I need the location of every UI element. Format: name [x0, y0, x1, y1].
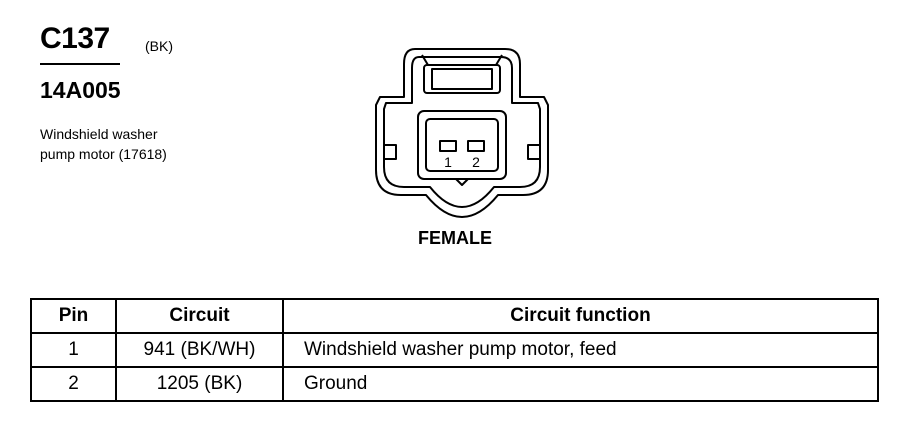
pin-number-label: 2 — [472, 154, 480, 170]
title-underline — [40, 63, 120, 65]
circuit-cell: 1205 (BK) — [115, 366, 284, 402]
connector-id: C137 — [40, 22, 110, 55]
pin-cell: 1 — [30, 332, 117, 368]
side-lock-tabs — [384, 144, 540, 160]
column-header-circuit-function: Circuit function — [282, 298, 879, 334]
component-description-line-2: pump motor (17618) — [40, 146, 167, 162]
table-row: 2 1205 (BK) Ground — [30, 366, 879, 402]
pin-number-label: 1 — [444, 154, 452, 170]
column-header-pin: Pin — [30, 298, 117, 334]
connector-gender-label: FEMALE — [418, 228, 492, 248]
pin-cell: 2 — [30, 366, 117, 402]
table-header-row: Pin Circuit Circuit function — [30, 298, 879, 334]
part-number: 14A005 — [40, 77, 121, 103]
circuit-cell: 941 (BK/WH) — [115, 332, 284, 368]
circuit-function-cell: Ground — [282, 366, 879, 402]
column-header-circuit: Circuit — [115, 298, 284, 334]
connector-outer-housing — [375, 48, 549, 218]
component-description-line-1: Windshield washer — [40, 126, 158, 142]
locking-latch — [421, 54, 503, 94]
terminal-cavity-block — [417, 110, 507, 186]
pinout-table: Pin Circuit Circuit function 1 941 (BK/W… — [30, 298, 879, 402]
connector-color-code: (BK) — [145, 38, 173, 54]
table-row: 1 941 (BK/WH) Windshield washer pump mot… — [30, 332, 879, 368]
circuit-function-cell: Windshield washer pump motor, feed — [282, 332, 879, 368]
connector-face-diagram: 1 2 — [375, 48, 549, 218]
